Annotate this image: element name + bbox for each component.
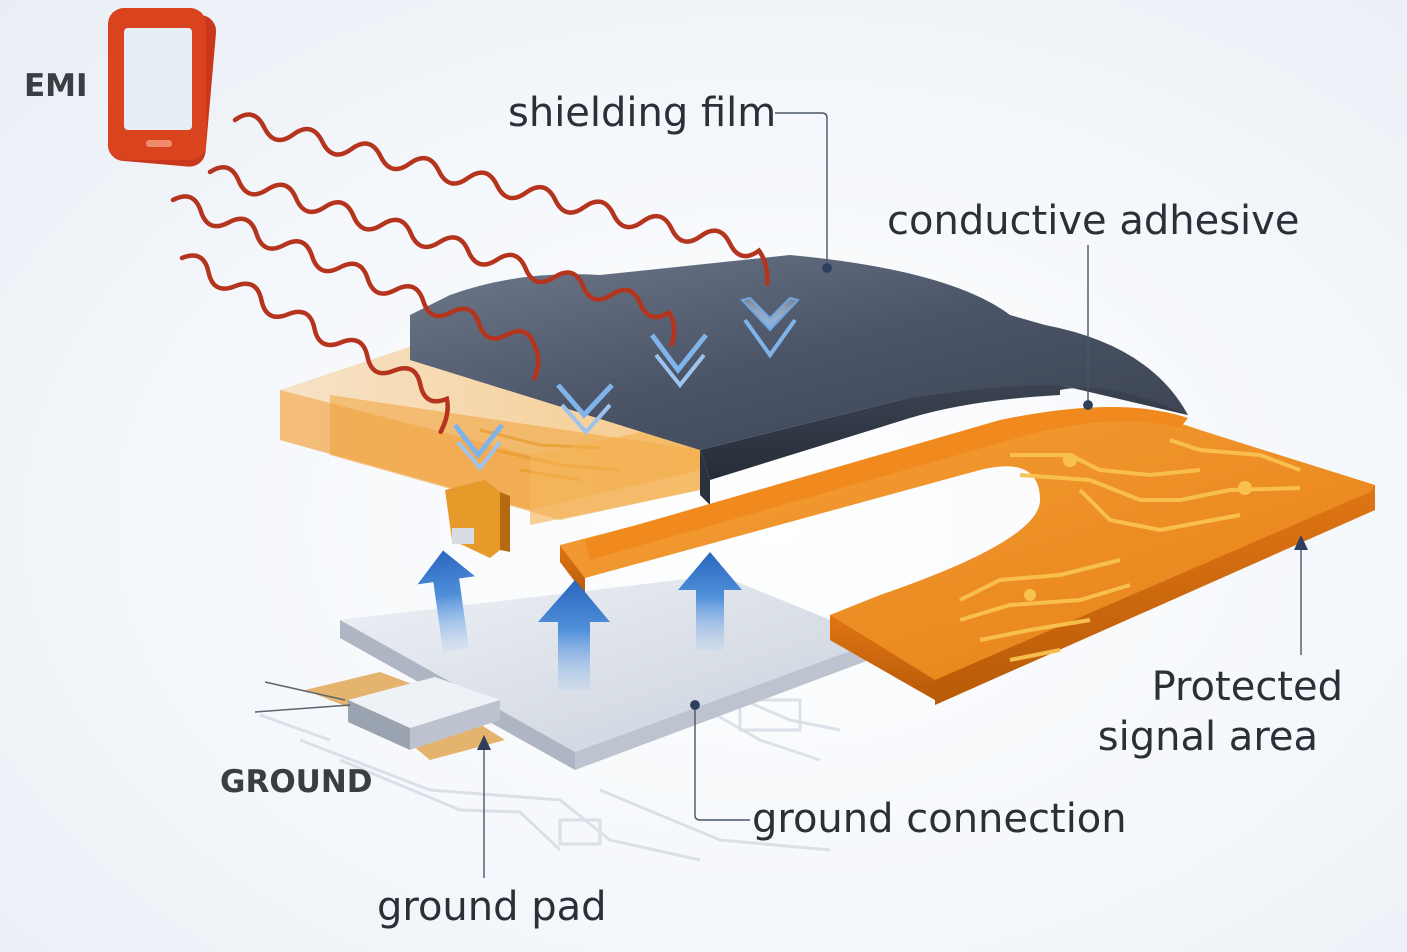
- ground-pad: [305, 672, 505, 760]
- ground-label: GROUND: [220, 764, 373, 800]
- protected-area-label-line2: signal area: [1098, 714, 1318, 760]
- leader-ground-connection: [690, 700, 750, 821]
- leader-ground-pad-arrow: [477, 735, 491, 750]
- interference-arrows: [453, 296, 800, 472]
- phone-icon: [107, 8, 217, 167]
- leader-shielding-film: [775, 112, 832, 273]
- shielding-film: [410, 255, 1188, 560]
- wave-arrow-icon: [453, 423, 504, 472]
- leader-protected-arrow: [1294, 535, 1308, 550]
- ground-wires: [254, 681, 351, 713]
- shielding-film-label: shielding film: [508, 90, 776, 136]
- conductive-adhesive-label: conductive adhesive: [887, 198, 1299, 244]
- up-arrow-icon: [538, 580, 610, 690]
- flex-circuit: [560, 415, 1375, 705]
- wave-arrow-icon: [556, 383, 614, 436]
- leader-lines: [477, 112, 1308, 878]
- emi-wave-2: [207, 164, 677, 347]
- protected-area-label-line1: Protected: [1152, 664, 1343, 710]
- ground-connection-label: ground connection: [752, 796, 1127, 842]
- wave-arrow-icon: [740, 296, 800, 359]
- emi-wave-1: [232, 112, 770, 286]
- ground-current-arrows: [417, 550, 742, 690]
- ground-pad-label: ground pad: [377, 884, 607, 930]
- ground-clip: [445, 480, 510, 558]
- signal-traces: [959, 438, 1301, 662]
- emi-label: EMI: [24, 68, 88, 104]
- emi-waves: [170, 112, 770, 435]
- emi-wave-4: [179, 253, 450, 435]
- emi-wave-3: [170, 194, 541, 381]
- up-arrow-icon: [417, 550, 475, 652]
- wave-arrow-icon: [649, 333, 708, 389]
- up-arrow-icon: [678, 552, 742, 650]
